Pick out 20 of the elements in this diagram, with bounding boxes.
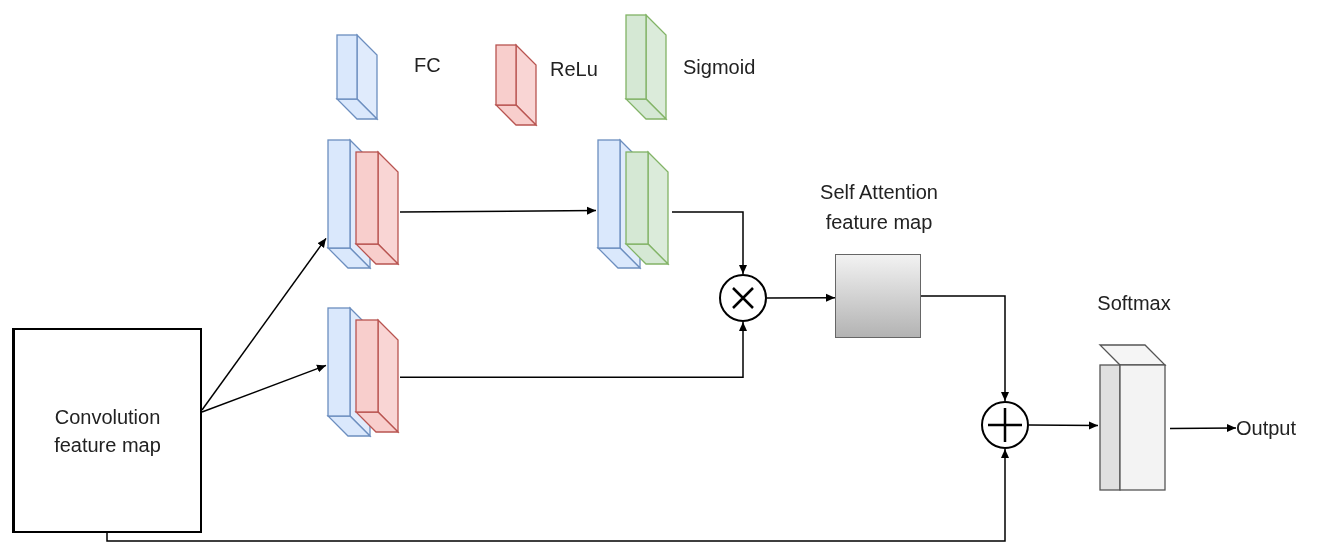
arrow <box>399 321 747 379</box>
arrow <box>201 364 327 413</box>
arrow <box>920 295 1009 402</box>
arrow <box>201 237 327 411</box>
legend-label: FC <box>414 54 441 77</box>
process-box <box>12 328 202 533</box>
arrow <box>1028 421 1099 430</box>
arrow <box>1169 424 1237 433</box>
multiply-circle <box>719 274 767 322</box>
node-title: Self Attention feature map <box>819 180 939 235</box>
node-label: Convolution feature map <box>53 404 162 458</box>
arrow <box>766 293 836 302</box>
legend-label: Sigmoid <box>683 56 756 79</box>
arrow <box>106 448 1009 542</box>
arrow <box>399 206 597 215</box>
arrow <box>671 211 747 275</box>
output-label: Output <box>1236 414 1297 442</box>
legend-label: ReLu <box>550 58 598 81</box>
add-circle <box>981 401 1029 449</box>
node-title: Softmax <box>1096 291 1172 316</box>
